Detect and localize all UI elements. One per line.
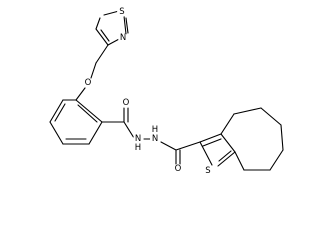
bond bbox=[218, 150, 232, 162]
bond bbox=[202, 138, 222, 147]
atom-labels: S N O O N H N H bbox=[83, 7, 213, 176]
bond bbox=[160, 141, 177, 151]
bond bbox=[103, 10, 120, 16]
bond bbox=[95, 28, 109, 46]
bond bbox=[175, 141, 201, 151]
atom-H2: H bbox=[134, 143, 142, 153]
bond bbox=[54, 103, 66, 122]
atom-N1: N bbox=[118, 33, 128, 43]
bond bbox=[269, 149, 284, 171]
bond bbox=[234, 151, 245, 171]
bond bbox=[95, 17, 101, 30]
bond bbox=[75, 99, 103, 123]
atom-N3: N bbox=[150, 134, 160, 144]
bond bbox=[199, 133, 222, 143]
bond bbox=[49, 99, 64, 123]
atom-O3: O bbox=[173, 164, 183, 174]
atom-O1: O bbox=[83, 78, 93, 88]
atom-label: O bbox=[175, 164, 182, 174]
atom-N2: N bbox=[133, 134, 143, 144]
bond bbox=[280, 124, 284, 151]
bond bbox=[220, 113, 235, 135]
atom-H3: H bbox=[151, 125, 159, 135]
bond bbox=[220, 133, 236, 153]
molecule-structure: S N O O N H N H bbox=[49, 7, 284, 176]
bond bbox=[100, 29, 110, 42]
atom-S2: S bbox=[203, 166, 213, 176]
bond bbox=[260, 107, 282, 126]
atom-label: S bbox=[205, 166, 210, 176]
atom-label: O bbox=[123, 98, 130, 108]
atom-label: S bbox=[119, 7, 124, 17]
bond bbox=[90, 62, 97, 79]
bond bbox=[75, 87, 86, 101]
bond bbox=[88, 121, 103, 145]
atom-label: N bbox=[135, 134, 141, 144]
bond bbox=[49, 121, 64, 145]
bond bbox=[77, 104, 98, 123]
atom-label: N bbox=[120, 33, 126, 43]
atom-label: H bbox=[152, 125, 158, 135]
atom-label: O bbox=[85, 78, 92, 88]
bond-lines bbox=[49, 10, 284, 171]
atom-S1: S bbox=[117, 7, 127, 17]
bond bbox=[123, 121, 135, 139]
bond bbox=[217, 151, 236, 167]
bond bbox=[125, 17, 129, 34]
atom-label: H bbox=[135, 143, 141, 153]
atom-O2: O bbox=[121, 98, 131, 108]
bond bbox=[199, 141, 213, 166]
bond bbox=[95, 44, 109, 64]
atom-label: N bbox=[152, 134, 158, 144]
bond bbox=[233, 107, 262, 115]
bond bbox=[123, 15, 127, 35]
